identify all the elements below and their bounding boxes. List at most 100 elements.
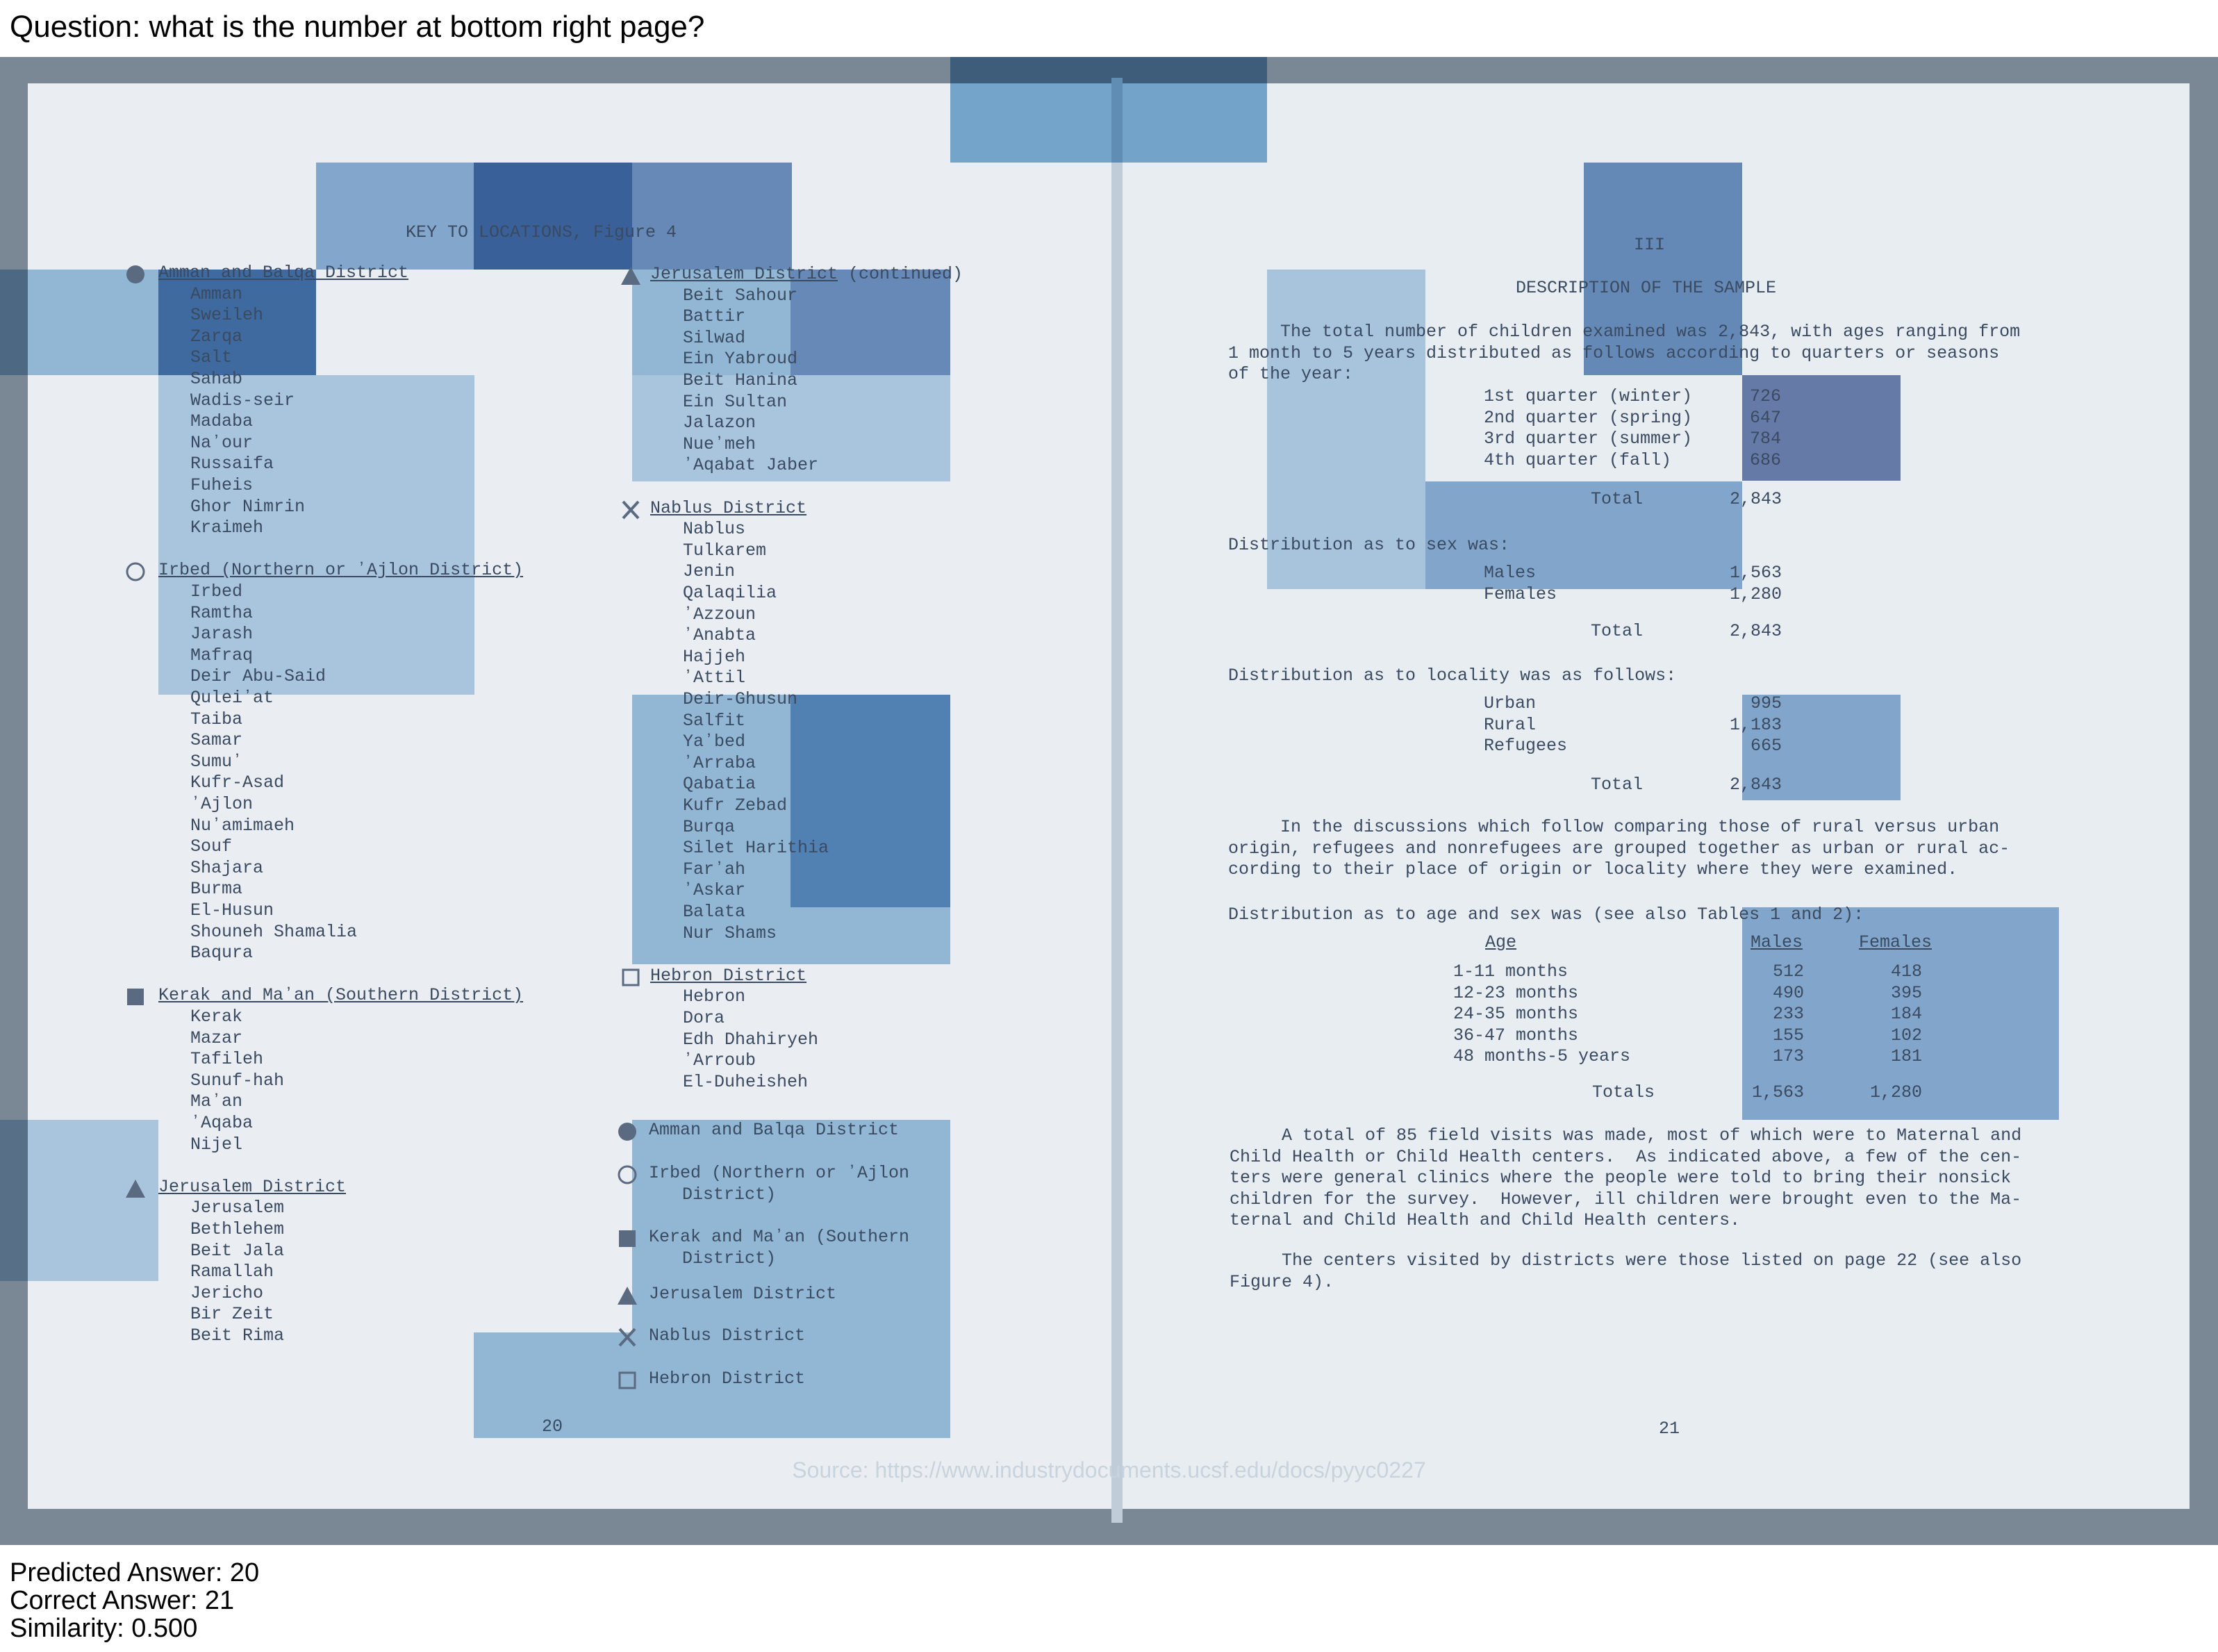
paragraph-line: origin, refugees and nonrefugees are gro… [1228, 838, 2010, 859]
paragraph-line: Child Health or Child Health centers. As… [1230, 1146, 2022, 1167]
age-label: 48 months-5 years [1453, 1046, 1631, 1067]
quarter-value: 686 [1750, 449, 1782, 470]
place-name: Beit Sahour [683, 285, 798, 306]
place-name: Madaba [190, 411, 254, 432]
males-value: 490 [1773, 982, 1805, 1003]
predicted-answer: Predicted Answer: 20 [10, 1558, 260, 1587]
paragraph-line: The centers visited by districts were th… [1230, 1250, 2022, 1271]
males-total: 1,563 [1752, 1082, 1805, 1102]
quarter-label: 1st quarter (winter) [1484, 386, 1693, 406]
paragraph-line: 1 month to 5 years distributed as follow… [1228, 342, 2000, 363]
place-name: ʼAqabat Jaber [683, 455, 819, 476]
quarter-label: 3rd quarter (summer) [1484, 429, 1693, 449]
place-name: Salfit [683, 710, 746, 731]
total-label: Total [1591, 489, 1644, 509]
place-name: Battir [683, 306, 746, 327]
filled-triangle-icon [126, 1179, 145, 1198]
place-name: Jarash [190, 624, 254, 645]
x-mark-icon [622, 500, 640, 519]
open-circle-icon [618, 1165, 637, 1184]
place-name: Wadis-seir [190, 390, 295, 411]
place-name: Hebron [683, 986, 746, 1007]
place-name: Sahab [190, 369, 243, 389]
legend-label: Hebron District [649, 1369, 806, 1389]
place-name: Mafraq [190, 645, 254, 666]
females-value: 418 [1891, 961, 1923, 982]
place-name: Irbed [190, 581, 243, 602]
males-value: 173 [1773, 1046, 1805, 1067]
place-name: Kufr-Asad [190, 773, 285, 793]
district-heading: Jerusalem District [158, 1176, 347, 1197]
legend-label: Nablus District [649, 1325, 806, 1346]
chapter-number: III [1634, 235, 1666, 255]
quarter-value: 784 [1750, 429, 1782, 449]
sex-heading: Distribution as to sex was: [1228, 535, 1510, 555]
place-name: Sweileh [190, 305, 264, 326]
quarter-value: 726 [1750, 386, 1782, 406]
paragraph-line: of the year: [1228, 364, 1354, 385]
place-name: Tulkarem [683, 540, 767, 561]
place-name: Naʼour [190, 432, 254, 453]
sex-label: Males [1484, 563, 1537, 583]
filled-square-icon [619, 1230, 636, 1247]
place-name: Deir-Ghusun [683, 689, 798, 709]
paragraph-line: ternal and Child Health and Child Health… [1230, 1210, 1741, 1231]
place-name: Shouneh Shamalia [190, 921, 358, 942]
place-name: Nablus [683, 519, 746, 540]
place-name: Beit Rima [190, 1325, 285, 1346]
filled-triangle-icon [618, 1287, 637, 1305]
place-name: Ramallah [190, 1262, 274, 1282]
legend-label: Amman and Balqa District [649, 1120, 900, 1140]
section-title: DESCRIPTION OF THE SAMPLE [1516, 278, 1777, 298]
paragraph-line: ters were general clinics where the peop… [1230, 1168, 2012, 1189]
females-column-header: Females [1859, 932, 1933, 952]
place-name: ʼArroub [683, 1050, 756, 1071]
place-name: Taiba [190, 709, 243, 729]
place-name: Nueʼmeh [683, 433, 756, 454]
district-heading-suffix: (continued) [838, 264, 963, 284]
place-name: Amman [190, 283, 243, 304]
age-label: 24-35 months [1453, 1004, 1579, 1025]
place-name: Deir Abu-Said [190, 666, 326, 687]
females-total: 1,280 [1870, 1082, 1923, 1102]
age-label: 12-23 months [1453, 982, 1579, 1003]
place-name: Mazar [190, 1027, 243, 1048]
open-circle-icon [126, 562, 145, 581]
place-name: Balata [683, 902, 746, 922]
place-name: Russaifa [190, 454, 274, 474]
locality-total: 2,843 [1730, 775, 1782, 795]
males-column-header: Males [1751, 932, 1803, 952]
place-name: Baqura [190, 943, 254, 964]
place-name: Farʼah [683, 859, 746, 879]
place-name: Silet Harithia [683, 838, 829, 859]
paragraph-line: A total of 85 field visits was made, mos… [1230, 1125, 2022, 1146]
place-name: Jericho [190, 1282, 264, 1303]
place-name: Beit Jala [190, 1240, 285, 1261]
district-heading: Irbed (Northern or ʼAjlon District) [158, 560, 524, 581]
locality-heading: Distribution as to locality was as follo… [1228, 666, 1677, 686]
open-square-icon [622, 968, 640, 986]
males-value: 233 [1773, 1004, 1805, 1025]
agesex-heading: Distribution as to age and sex was (see … [1228, 905, 1864, 925]
place-name: ʼAttil [683, 668, 746, 688]
place-name: Tafileh [190, 1049, 264, 1070]
left-page-number: 20 [542, 1416, 563, 1437]
place-name: Dora [683, 1008, 725, 1028]
place-name: Hajjeh [683, 646, 746, 667]
place-name: Kufr Zebad [683, 795, 788, 816]
place-name: Burqa [683, 816, 736, 837]
place-name: El-Husun [190, 900, 274, 920]
age-label: 1-11 months [1453, 961, 1569, 982]
quarter-label: 2nd quarter (spring) [1484, 407, 1693, 428]
place-name: Fuheis [190, 475, 254, 495]
sex-value: 1,563 [1730, 563, 1782, 583]
place-name: Jenin [683, 561, 736, 582]
legend-label: Kerak and Maʼan (Southern [649, 1227, 910, 1247]
legend-label: Irbed (Northern or ʼAjlon [649, 1163, 910, 1183]
district-heading: Kerak and Maʼan (Southern District) [158, 985, 524, 1006]
legend-label-continued: District) [682, 1184, 777, 1205]
place-name: Shajara [190, 857, 264, 878]
paragraph-line: cording to their place of origin or loca… [1228, 859, 1958, 880]
females-value: 181 [1891, 1046, 1923, 1067]
district-heading: Nablus District [650, 497, 807, 518]
